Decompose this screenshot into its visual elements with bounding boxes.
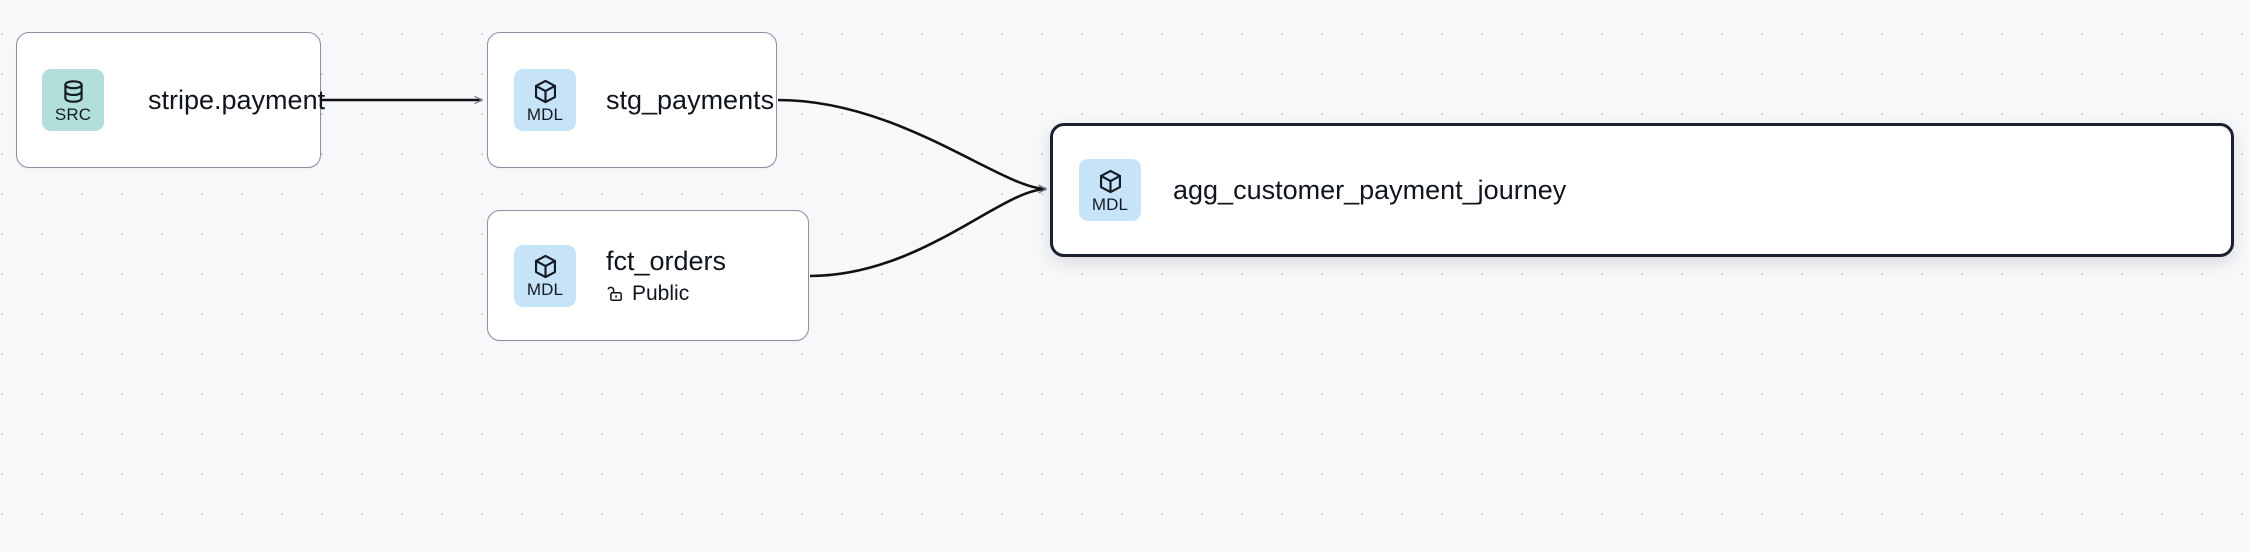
node-stg-payments[interactable]: MDL stg_payments: [487, 32, 777, 168]
node-content: agg_customer_payment_journey: [1173, 175, 1566, 206]
cube-icon: [532, 78, 559, 105]
node-type-badge-mdl: MDL: [514, 244, 576, 307]
badge-label: MDL: [526, 280, 564, 299]
node-fct-orders[interactable]: MDL fct_orders Public: [487, 210, 809, 341]
node-visibility: Public: [606, 282, 726, 306]
edge-2: [777, 98, 1046, 189]
node-content: fct_orders Public: [606, 246, 726, 306]
cube-icon: [532, 253, 559, 280]
node-agg-customer-payment-journey[interactable]: MDL agg_customer_payment_journey: [1050, 123, 2234, 257]
node-type-badge-mdl: MDL: [514, 69, 576, 131]
cube-icon: [1097, 168, 1124, 195]
node-title: fct_orders: [606, 245, 727, 276]
node-stripe-payment[interactable]: SRC stripe.payment: [16, 32, 325, 168]
badge-label: SRC: [54, 104, 92, 124]
node-title: stg_payments: [606, 84, 775, 115]
node-content: stripe.payment: [148, 85, 325, 116]
node-content: stg_payments: [606, 85, 774, 116]
edge-3: [809, 189, 1046, 278]
unlocked-padlock-icon: [606, 284, 625, 303]
node-type-badge-src: SRC: [42, 69, 104, 131]
node-type-badge-mdl: MDL: [1079, 159, 1141, 221]
database-icon: [60, 78, 87, 105]
badge-label: MDL: [1091, 194, 1129, 214]
visibility-label: Public: [632, 281, 690, 305]
badge-label: MDL: [526, 104, 564, 124]
node-title: agg_customer_payment_journey: [1173, 174, 1567, 205]
node-title: stripe.payment: [148, 84, 326, 115]
